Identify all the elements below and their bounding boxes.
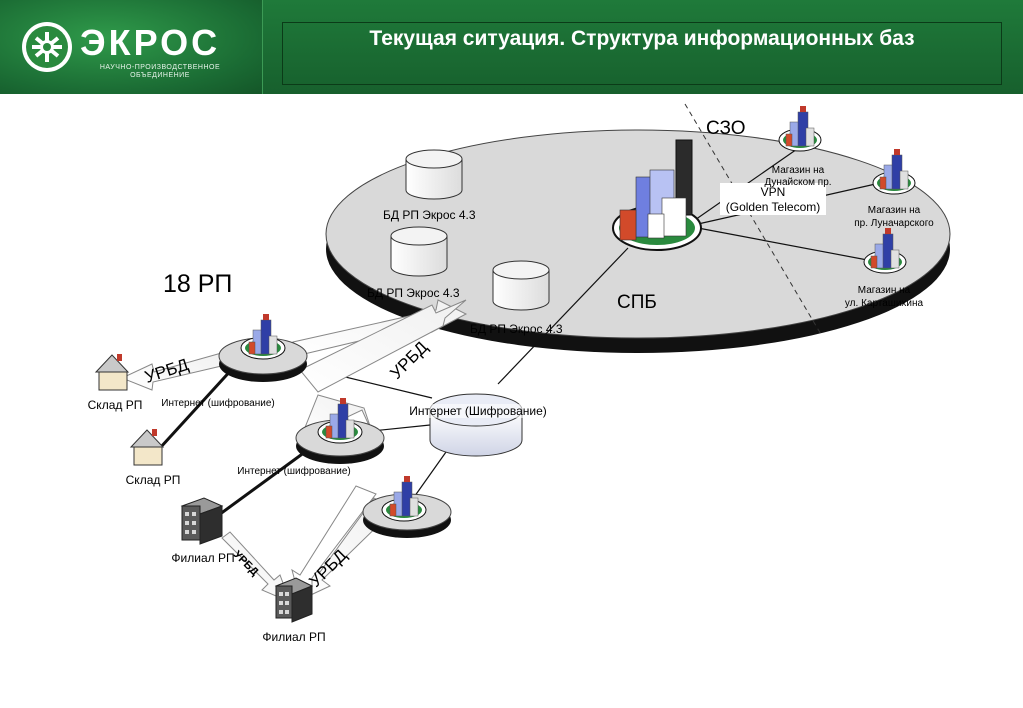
rp-office-node-2	[295, 397, 385, 464]
region-szo-label: СЗО	[706, 118, 746, 139]
rp-office-node-1	[218, 313, 308, 382]
warehouse-label-2: Склад РП	[126, 473, 181, 487]
branch-building-icon-2	[274, 577, 314, 623]
internet-center-label: Интернет (Шифрование)	[409, 404, 547, 418]
store-1-label-line1: Магазин на	[772, 165, 825, 176]
logo-subtitle-line-2: ОБЪЕДИНЕНИЕ	[130, 72, 190, 79]
store-node-2	[872, 148, 916, 195]
store-3-label-line1: Магазин на	[858, 285, 911, 296]
warehouse-house-icon-1	[94, 354, 130, 391]
branch-building-icon-1	[180, 497, 224, 545]
store-1-label-line2: Дунайском пр.	[764, 177, 831, 188]
branch-label-1: Филиал РП	[171, 551, 234, 565]
urbd-arrow-3	[120, 351, 231, 391]
region-spb-label: СПБ	[617, 292, 657, 313]
store-2-label-line2: пр. Луначарского	[854, 218, 934, 229]
page-title: Текущая ситуация. Структура информационн…	[369, 27, 915, 50]
title-box: Текущая ситуация. Структура информационн…	[282, 22, 1002, 85]
vpn-label-bg	[720, 183, 826, 215]
database-icon	[390, 226, 448, 277]
database-icon	[405, 149, 463, 200]
network-diagram: СЗО СПБ БД РП Экрос 4.3 БД РП Экрос 4.3 …	[88, 103, 951, 644]
logo-subtitle: НАУЧНО-ПРОИЗВОДСТВЕННОЕ ОБЪЕДИНЕНИЕ	[80, 64, 240, 80]
logo-panel: ЭКРОС НАУЧНО-ПРОИЗВОДСТВЕННОЕ ОБЪЕДИНЕНИ…	[0, 0, 263, 94]
database-label-3: БД РП Экрос 4.3	[470, 322, 563, 336]
store-node-3	[863, 227, 907, 274]
store-3-label-line2: ул. Карташихина	[845, 298, 924, 309]
internet-label-1: Интернет (шифрование)	[161, 397, 274, 409]
urbd-arrow-2	[299, 299, 467, 393]
branch-count-label: 18 РП	[163, 270, 232, 298]
warehouse-label-1: Склад РП	[88, 398, 143, 412]
vpn-label: VPN	[761, 185, 786, 199]
store-node-1	[778, 105, 822, 152]
wired-links	[158, 354, 306, 519]
vpn-provider-label: (Golden Telecom)	[726, 200, 821, 214]
internet-label-bg	[402, 404, 554, 418]
branch-label-2: Филиал РП	[262, 630, 325, 644]
database-icon	[492, 260, 550, 311]
ekros-logo-icon	[22, 22, 72, 72]
logo-wordmark: ЭКРОС	[80, 22, 221, 63]
internet-label-2: Интернет (шифрование)	[237, 465, 350, 477]
head-office-node	[612, 139, 702, 251]
warehouse-house-icon-2	[129, 429, 165, 466]
database-label-1: БД РП Экрос 4.3	[383, 208, 476, 222]
header: ЭКРОС НАУЧНО-ПРОИЗВОДСТВЕННОЕ ОБЪЕДИНЕНИ…	[0, 0, 1023, 94]
urbd-label-2: УРБД	[142, 355, 191, 387]
rp-office-node-3	[362, 475, 452, 538]
logo-subtitle-line-1: НАУЧНО-ПРОИЗВОДСТВЕННОЕ	[99, 64, 221, 71]
database-label-2: БД РП Экрос 4.3	[367, 286, 460, 300]
store-2-label-line1: Магазин на	[868, 205, 921, 216]
